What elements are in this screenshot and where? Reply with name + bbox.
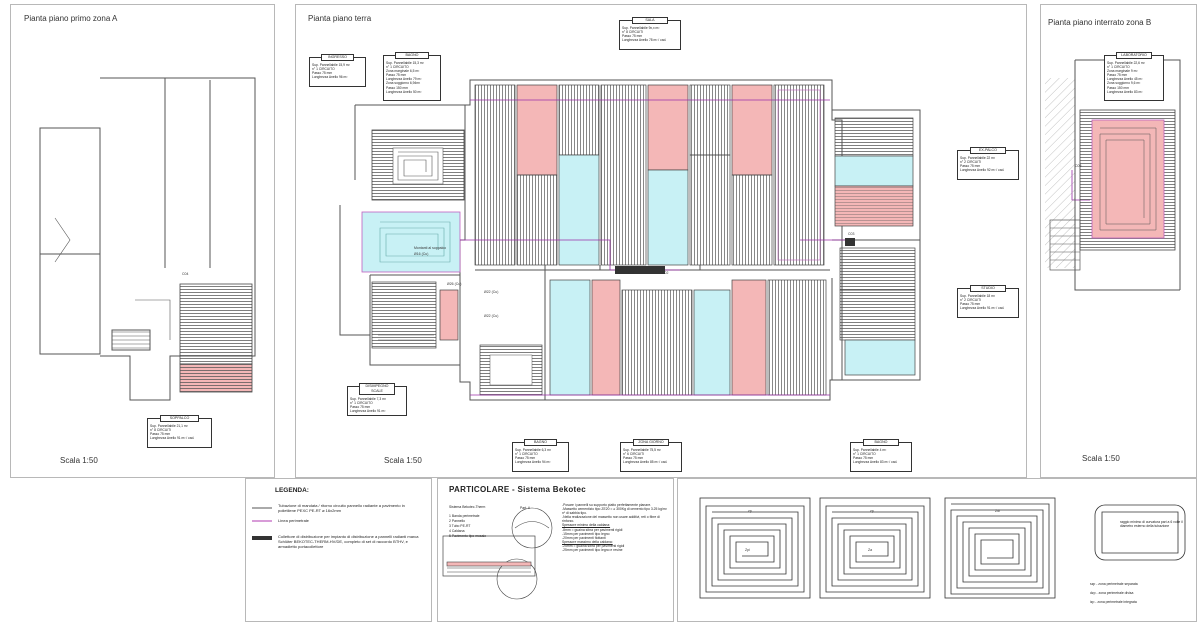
collector-label-c04: C04 bbox=[182, 272, 189, 276]
note-line: -25mm = guaina sibra per pavimenti rigid… bbox=[562, 543, 625, 548]
scheme-legend-dzp: dzp - zona perimetrale divisa bbox=[1090, 591, 1134, 595]
collector-label-c03: C03 bbox=[848, 232, 855, 236]
particolare-title: PARTICOLARE - Sistema Bekotec bbox=[449, 485, 587, 494]
ground-floor-panels-north-west bbox=[361, 129, 465, 273]
note-line: -20mm per pavimenti flottanti bbox=[562, 535, 606, 540]
ground-floor-panels-east bbox=[834, 117, 916, 376]
panel-legend bbox=[245, 478, 432, 622]
legend-item-pipe: Tubazione di mandata / ritorno circuito … bbox=[278, 503, 405, 513]
scheme-legend-szp: szp - zona perimetrale separata bbox=[1090, 582, 1138, 586]
scheme-label-zpi: Zpi bbox=[745, 548, 750, 552]
collector-c01-c02 bbox=[615, 266, 665, 274]
particolare-notes: -Posare i pannelli su supporto piatto pe… bbox=[562, 503, 667, 552]
particolare-layer-2: 2 Pannello bbox=[449, 519, 466, 523]
panel-first-floor bbox=[10, 4, 275, 478]
scheme-label-zdi: Zdi bbox=[995, 509, 1000, 513]
scheme-label-zp-1: zp bbox=[748, 509, 752, 513]
note-line: Spessore minimo della caldana: bbox=[562, 523, 611, 528]
ground-floor-panels-sala bbox=[474, 84, 825, 266]
pipe-label-2: Ø22 (Cu) bbox=[484, 314, 499, 318]
particolare-layer-5: 5 Pavimento tipo mosaic bbox=[449, 534, 486, 538]
particolare-layer-3: 3 Tubo PE-RT bbox=[449, 524, 471, 528]
ground-floor-panels-zona-giorno bbox=[371, 279, 827, 396]
note-line: -Massetto cementizio tipo ZE20 = ≥ 300Kg… bbox=[562, 507, 667, 516]
plan-basement bbox=[1045, 59, 1181, 291]
scheme-curvature-note: raggio minimo di curvatura pari a 6 volt… bbox=[1120, 520, 1183, 529]
first-floor-radiant-panels bbox=[179, 283, 253, 393]
note-line: -25mm per pavimenti tipo legno e resine bbox=[562, 548, 623, 553]
legend-item-perimeter: Linea perimetrale bbox=[278, 518, 309, 523]
pipe-label-1: Ø22 (Cu) bbox=[484, 290, 499, 294]
annotation-montanti: Montanti al soppalco bbox=[414, 246, 447, 250]
pipe-label-3: Ø26 (Cu) bbox=[447, 282, 462, 286]
collector-c03 bbox=[845, 238, 855, 246]
note-line: -Posare i pannelli su supporto piatto pe… bbox=[562, 503, 652, 507]
collector-label-c02: C02 bbox=[662, 271, 669, 275]
note-line: -15mm per pavimenti tipo legno bbox=[562, 531, 610, 536]
particolare-layer-4: 4 Caldana bbox=[449, 529, 465, 533]
scale-basement: Scala 1:50 bbox=[1082, 454, 1120, 463]
note-line: -Nella realizzazione del massetto non us… bbox=[562, 515, 660, 524]
plan-first-floor bbox=[39, 77, 256, 401]
collector-label-c05: C05 bbox=[1075, 164, 1082, 168]
layout-schemes bbox=[699, 497, 1186, 599]
particolare-system: Sistema Bekotec-Therm bbox=[449, 505, 486, 509]
particolare-section-drawing bbox=[442, 507, 553, 600]
note-line: Spessore massimo della caldana: bbox=[562, 539, 613, 544]
collector-label-c01: C01 bbox=[628, 271, 635, 275]
panel-title-ground-floor: Pianta piano terra bbox=[308, 14, 372, 23]
scheme-label-za: Za bbox=[868, 548, 873, 552]
panel-particolare bbox=[437, 478, 674, 622]
annotation-montanti-dim: Ø16 (Cu) bbox=[414, 252, 429, 256]
legend-symbols bbox=[252, 507, 272, 540]
legend-item-collector: Collettore di distribuzione per impianto… bbox=[278, 534, 419, 549]
scale-first-floor: Scala 1:50 bbox=[60, 456, 98, 465]
particolare-part-a: Part. A bbox=[520, 506, 531, 510]
scheme-label-zp-2: zp bbox=[870, 509, 874, 513]
scheme-legend-izp: izp - zona perimetrale integrata bbox=[1090, 600, 1137, 604]
room-label-disimpegno-scale: DISIMPEGNO SCALE Sup. Pannellabile 7,3 m… bbox=[347, 383, 407, 416]
panel-title-basement: Pianta piano interrato zona B bbox=[1048, 18, 1152, 27]
particolare-layer-1: 1 Banda perimetrale bbox=[449, 514, 480, 518]
legend-title: LEGENDA: bbox=[275, 487, 309, 494]
panel-title-first-floor: Pianta piano primo zona A bbox=[24, 14, 118, 23]
scale-ground-floor: Scala 1:50 bbox=[384, 456, 422, 465]
note-line: -8mm = guaina sibra per pavimenti rigidi bbox=[562, 527, 623, 532]
